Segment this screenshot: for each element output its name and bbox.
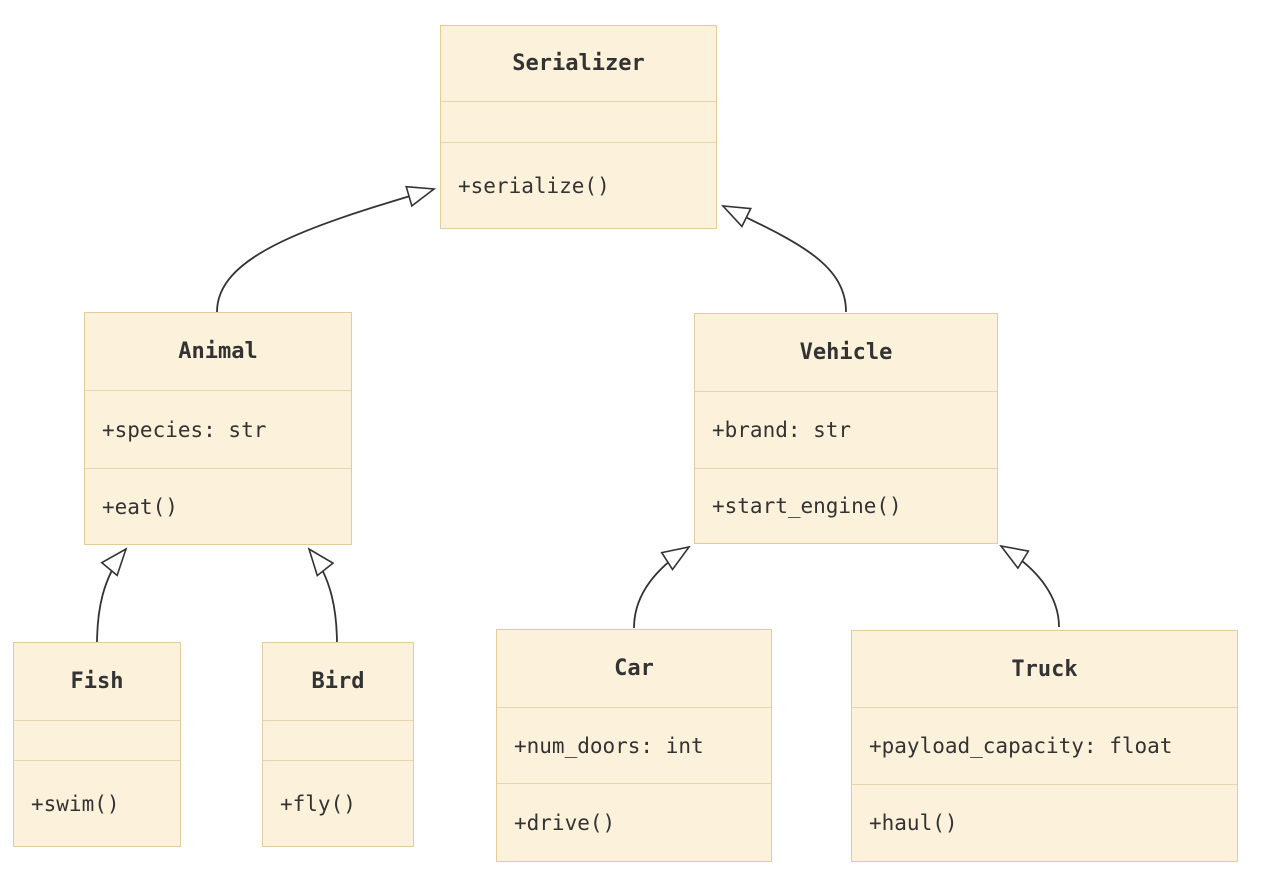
edge-fish-to-animal (96, 549, 126, 646)
attributes-section: +num_doors: int (497, 707, 771, 783)
class-title: Vehicle (799, 340, 893, 365)
attribute-label: +payload_capacity: float (869, 734, 1173, 758)
attributes-section: +species: str (85, 390, 351, 468)
class-title: Fish (70, 669, 124, 694)
edge-truck-to-vehicle (1001, 546, 1060, 628)
class-box-serializer: Serializer +serialize() (440, 25, 717, 229)
class-title: Bird (311, 669, 365, 694)
class-title: Car (614, 656, 654, 681)
method-label: +eat() (102, 494, 178, 519)
methods-section: +eat() (85, 468, 351, 544)
method-label: +serialize() (458, 173, 610, 198)
class-box-bird: Bird +fly() (262, 642, 414, 847)
methods-section: +haul() (852, 784, 1237, 861)
methods-section: +drive() (497, 783, 771, 861)
attribute-label: +species: str (102, 417, 267, 442)
attribute-label: +num_doors: int (514, 733, 704, 758)
class-box-fish: Fish +swim() (13, 642, 181, 847)
methods-section: +start_engine() (695, 468, 997, 543)
method-label: +drive() (514, 810, 616, 835)
method-label: +fly() (280, 791, 356, 816)
methods-section: +swim() (14, 760, 180, 846)
edge-bird-to-animal (309, 549, 338, 646)
class-box-animal: Animal +species: str +eat() (84, 312, 352, 545)
method-label: +swim() (31, 791, 120, 816)
attributes-section (441, 101, 716, 142)
class-box-car: Car +num_doors: int +drive() (496, 629, 772, 862)
edge-vehicle-to-serializer (723, 206, 847, 313)
methods-section: +fly() (263, 760, 413, 846)
attributes-section: +payload_capacity: float (852, 707, 1237, 784)
method-label: +haul() (869, 811, 958, 835)
class-title: Animal (178, 339, 258, 364)
class-box-truck: Truck +payload_capacity: float +haul() (851, 630, 1238, 862)
attributes-section: +brand: str (695, 391, 997, 468)
method-label: +start_engine() (712, 494, 902, 518)
attributes-section (263, 720, 413, 760)
edge-car-to-vehicle (633, 547, 689, 629)
methods-section: +serialize() (441, 142, 716, 228)
edge-animal-to-serializer (216, 189, 434, 313)
class-title: Truck (1011, 656, 1078, 682)
attribute-label: +brand: str (712, 418, 852, 442)
attributes-section (14, 720, 180, 760)
class-title: Serializer (512, 51, 645, 76)
class-box-vehicle: Vehicle +brand: str +start_engine() (694, 313, 998, 544)
